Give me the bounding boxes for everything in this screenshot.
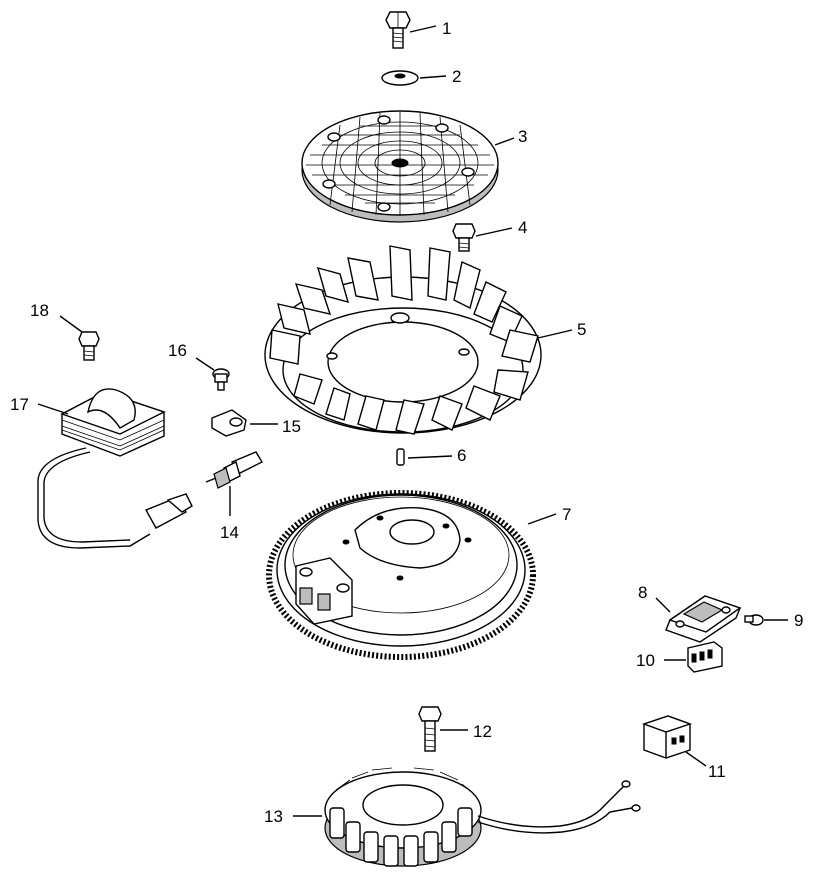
callout-1: 1 [442,19,451,38]
part-3-grass-screen [301,110,515,223]
part-2-washer [381,70,447,86]
callout-2: 2 [452,67,461,86]
callout-8: 8 [638,583,647,602]
part-14-spark-plug [205,451,263,516]
callout-14: 14 [220,523,239,542]
part-10-connector [664,641,723,673]
callout-12: 12 [473,722,492,741]
part-16-screw [195,357,230,391]
callout-18: 18 [30,301,49,320]
part-18-bolt [59,315,100,361]
part-13-stator [293,767,641,867]
part-15-clip [211,409,278,437]
part-4-bolt [452,223,513,252]
part-11-rectifier [641,715,707,767]
part-7-flywheel [266,490,557,660]
part-6-key [396,448,453,466]
part-5-cooling-fan [264,245,573,435]
callout-10: 10 [636,651,655,670]
part-8-regulator [655,595,742,643]
callout-3: 3 [518,127,527,146]
part-1-bolt [385,11,437,49]
callout-9: 9 [794,611,803,630]
callout-6: 6 [457,446,466,465]
part-12-bolt [418,706,468,752]
callout-7: 7 [562,505,571,524]
callout-15: 15 [282,417,301,436]
callout-5: 5 [577,320,586,339]
callout-17: 17 [10,395,29,414]
part-9-screw [744,614,788,626]
callout-13: 13 [264,807,283,826]
callout-4: 4 [518,218,527,237]
callout-16: 16 [168,341,187,360]
callout-11: 11 [708,762,726,781]
part-17-ignition-module [37,388,193,549]
